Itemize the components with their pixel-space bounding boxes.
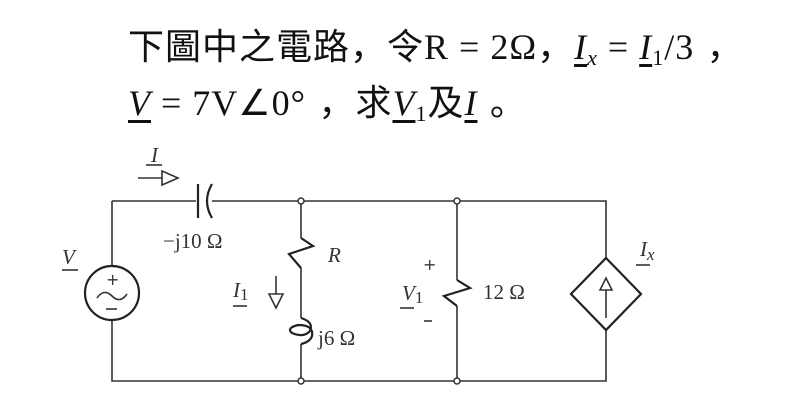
voltage-label: V1 [402,281,423,307]
comma: ， [537,27,575,68]
current-arrow-i1 [267,276,285,310]
comma: ， [694,27,744,68]
find-text: 求 [355,83,393,124]
top-wire-right [212,200,607,258]
dependent-source-label: Ix [639,237,655,264]
resistor-r [287,237,316,269]
inductor [288,316,314,346]
problem-text: 下圖中之電路，令 [128,27,425,68]
i-symbol: I [464,83,478,123]
i1-symbol: I1 [639,27,665,70]
resistor2-label: 12 Ω [483,280,525,304]
dependent-current-source [569,256,643,332]
problem-statement-line-1: 下圖中之電路，令R = 2Ω，Ix = I1/3 ， [128,18,744,71]
source-label: V [62,245,77,269]
problem-statement-line-2: V = 7V∠0° ，求V1及I 。 [128,74,527,127]
resistor-label: R [327,243,341,267]
equals: = [597,27,640,67]
inductor-label: j6 Ω [317,326,355,350]
node [297,197,305,205]
period: 。 [477,83,527,124]
current-label-i: I [150,143,159,167]
and-text: 及 [427,83,465,124]
plus-sign: + [106,270,119,289]
resistance-value: R = 2Ω [424,27,538,67]
v1-symbol: V1 [392,83,428,126]
branch-current-label: I1 [232,278,249,304]
resistor-12 [441,279,473,307]
left-wire-bottom [111,320,607,382]
v-symbol: V [128,83,151,123]
nodes [297,197,461,385]
current-arrow-i [138,169,180,187]
node [453,197,461,205]
comma: ， [305,83,356,124]
v1-plus: + [423,255,436,274]
ac-voltage-source: + [83,264,141,322]
capacitor-label: −j10 Ω [163,229,223,253]
divisor: /3 [664,27,695,67]
capacitor [196,183,213,219]
node [453,377,461,385]
ix-symbol: Ix [574,27,598,70]
node [297,377,305,385]
voltage-value: = 7V∠0° [151,83,306,123]
